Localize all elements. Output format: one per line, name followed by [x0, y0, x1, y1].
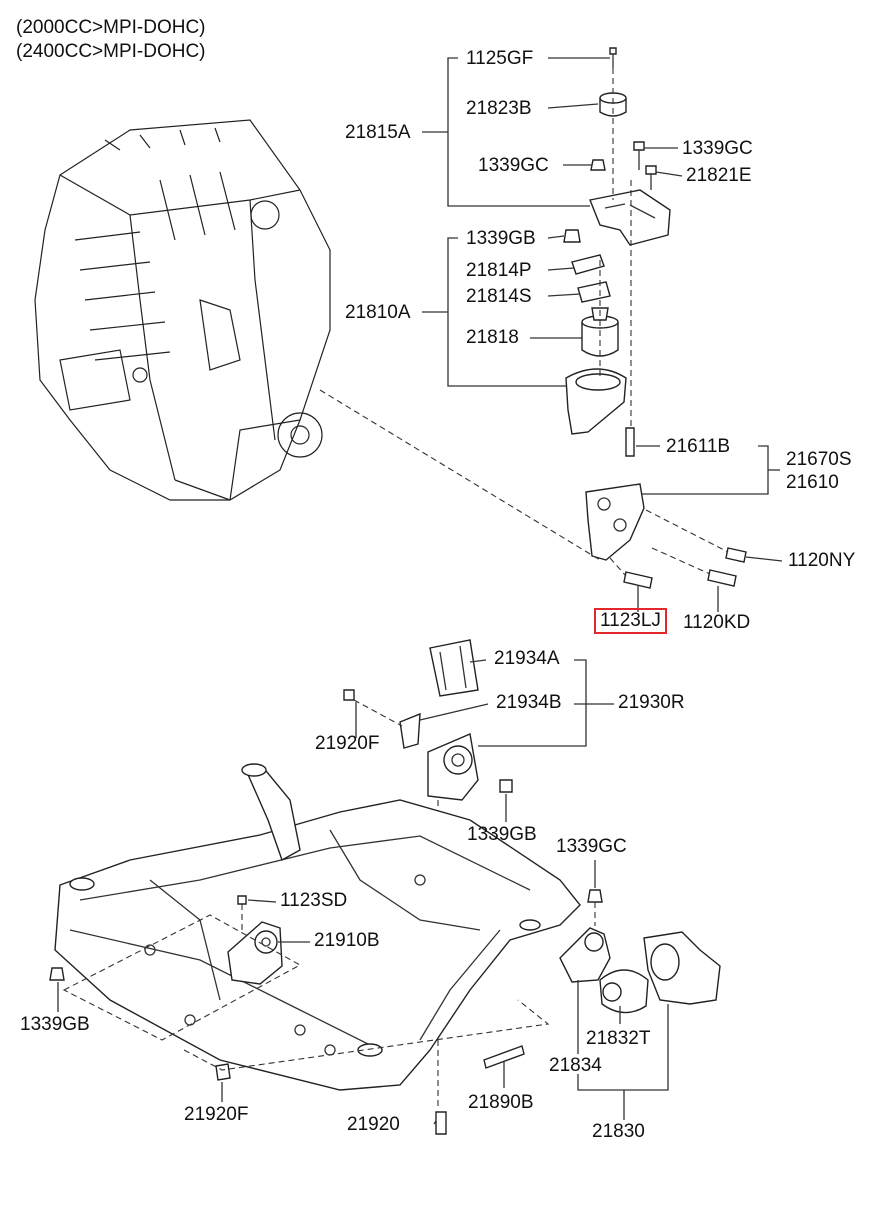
label-21611B[interactable]: 21611B [666, 436, 731, 457]
label-21670S[interactable]: 21670S [786, 449, 852, 470]
label-1339GC-c[interactable]: 1339GC [556, 836, 627, 857]
subframe-drawing [54, 763, 581, 1091]
label-1120KD[interactable]: 1120KD [683, 612, 751, 633]
label-21814P[interactable]: 21814P [466, 260, 532, 281]
label-1123LJ-highlighted[interactable]: 1123LJ [594, 608, 667, 634]
label-21818[interactable]: 21818 [466, 327, 519, 348]
label-21830[interactable]: 21830 [592, 1121, 645, 1142]
label-21910B[interactable]: 21910B [314, 930, 380, 951]
trans-leader-lines [355, 659, 614, 822]
upper-mount-drawing [563, 47, 747, 589]
label-21890B[interactable]: 21890B [468, 1092, 534, 1113]
label-1120NY[interactable]: 1120NY [788, 550, 856, 571]
engine-block-drawing [34, 119, 331, 501]
label-1339GC-b[interactable]: 1339GC [478, 155, 549, 176]
engine-spec-line-1: (2000CC>MPI-DOHC) [16, 17, 206, 38]
label-21920F-b[interactable]: 21920F [184, 1104, 249, 1125]
label-21810A[interactable]: 21810A [345, 302, 411, 323]
label-1339GB-c[interactable]: 1339GB [20, 1014, 90, 1035]
label-21610[interactable]: 21610 [786, 472, 839, 493]
bolts-drawing [435, 1045, 525, 1135]
label-1125GF[interactable]: 1125GF [466, 48, 534, 69]
label-21832T[interactable]: 21832T [586, 1028, 651, 1049]
label-21814S[interactable]: 21814S [466, 286, 532, 307]
upper-leader-lines [319, 57, 783, 612]
rear-leader-lines [577, 860, 669, 1120]
engine-spec-line-2: (2400CC>MPI-DOHC) [16, 41, 206, 62]
rear-mount-drawing [559, 889, 721, 1014]
label-1339GB-a[interactable]: 1339GB [466, 228, 536, 249]
label-21934B[interactable]: 21934B [496, 692, 562, 713]
label-1123SD[interactable]: 1123SD [280, 890, 348, 911]
label-21920F-a[interactable]: 21920F [315, 733, 380, 754]
label-21934A[interactable]: 21934A [494, 648, 560, 669]
label-21823B[interactable]: 21823B [466, 98, 532, 119]
label-21834[interactable]: 21834 [549, 1055, 602, 1076]
label-1339GC-a[interactable]: 1339GC [682, 138, 753, 159]
label-21815A[interactable]: 21815A [345, 122, 411, 143]
label-21920[interactable]: 21920 [347, 1114, 400, 1135]
label-1339GB-b[interactable]: 1339GB [467, 824, 537, 845]
label-21930R[interactable]: 21930R [618, 692, 685, 713]
front-mount-drawing [49, 895, 550, 1081]
label-21821E[interactable]: 21821E [686, 165, 752, 186]
